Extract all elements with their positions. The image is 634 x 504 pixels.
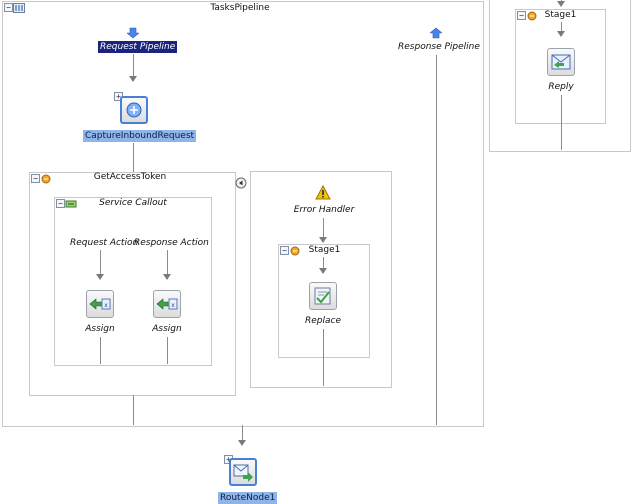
connector-arrow xyxy=(238,440,246,446)
error-handler-label: Error Handler xyxy=(293,205,355,215)
request-pipeline-label[interactable]: Request Pipeline xyxy=(98,41,178,53)
request-action-label: Request Action xyxy=(70,238,139,248)
get-access-token-title: GetAccessToken xyxy=(93,172,167,182)
connector-arrow xyxy=(557,1,565,7)
capture-node-label[interactable]: CaptureInboundRequest xyxy=(83,130,197,142)
reply-label: Reply xyxy=(548,82,574,92)
service-callout-title: Service Callout xyxy=(99,198,167,208)
callout-collapse-icon[interactable]: − xyxy=(56,199,65,208)
connector-arrow xyxy=(96,274,104,280)
error-stage-collapse-icon[interactable]: − xyxy=(280,246,289,255)
left-arrow-icon[interactable] xyxy=(235,177,247,189)
stage-collapse-icon[interactable]: − xyxy=(31,174,40,183)
error-stage1-title: Stage1 xyxy=(308,245,341,255)
right-stage-collapse-icon[interactable]: − xyxy=(517,11,526,20)
assign-request-label: Assign xyxy=(85,324,115,334)
pipeline-collapse-icon[interactable]: − xyxy=(4,3,13,12)
svg-text:x: x xyxy=(171,302,175,309)
service-callout-icon xyxy=(65,199,77,209)
svg-text:x: x xyxy=(104,302,108,309)
replace-icon[interactable] xyxy=(309,282,337,310)
route-node-icon[interactable] xyxy=(229,458,257,486)
connector-arrow xyxy=(557,31,565,37)
up-arrow-icon xyxy=(430,27,442,39)
stage-icon xyxy=(40,174,52,184)
connector-arrow xyxy=(319,268,327,274)
connector-arrow xyxy=(129,76,137,82)
response-action-label: Response Action xyxy=(134,238,209,248)
connector-arrow xyxy=(319,237,327,243)
capture-node-icon[interactable] xyxy=(120,96,148,124)
route-node-label[interactable]: RouteNode1 xyxy=(218,492,278,504)
down-arrow-icon xyxy=(127,27,139,39)
pipeline-icon xyxy=(13,3,25,13)
stage-icon xyxy=(526,11,538,21)
replace-label: Replace xyxy=(304,316,341,326)
stage-icon xyxy=(289,246,301,256)
service-callout-box[interactable] xyxy=(54,197,212,366)
response-pipeline-label[interactable]: Response Pipeline xyxy=(398,42,480,52)
right-stage1-title: Stage1 xyxy=(544,10,577,20)
reply-icon[interactable] xyxy=(547,48,575,76)
pipeline-title: TasksPipeline xyxy=(210,3,270,13)
assign-response-label: Assign xyxy=(152,324,182,334)
assign-response-icon[interactable]: x xyxy=(153,290,181,318)
warning-icon xyxy=(315,185,331,200)
assign-request-icon[interactable]: x xyxy=(86,290,114,318)
connector-arrow xyxy=(163,274,171,280)
